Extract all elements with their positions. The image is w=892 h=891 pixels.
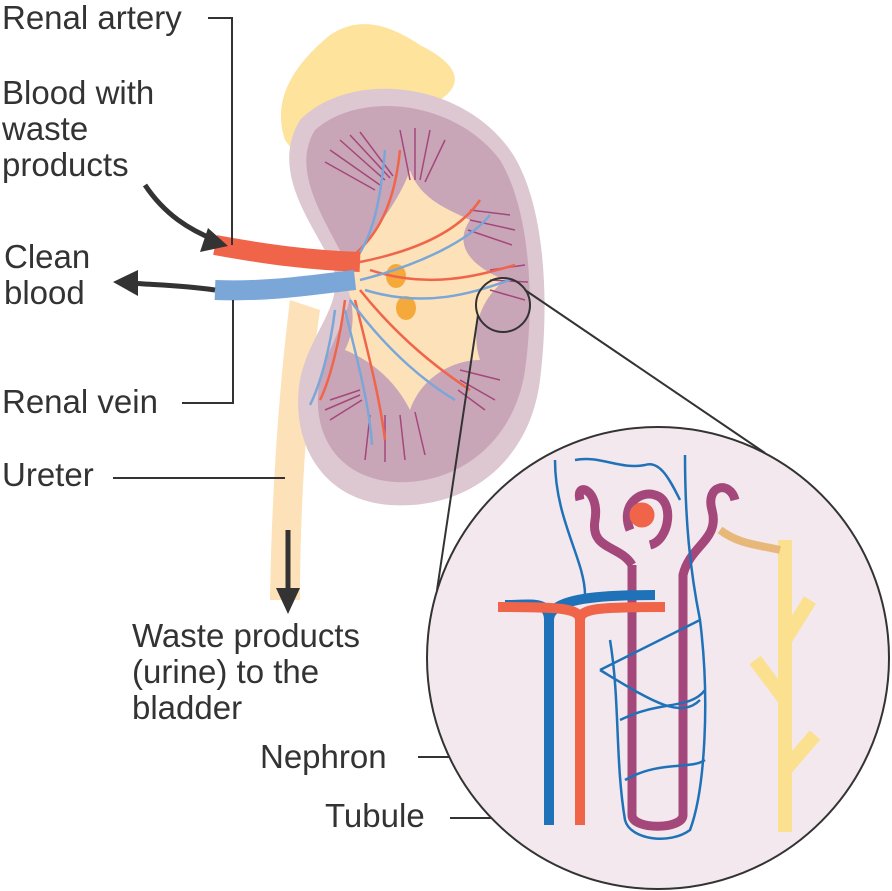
magnify-line [524, 289, 766, 454]
arrow-blood-out [129, 280, 216, 293]
glomerulus [629, 502, 655, 528]
leader-renal-artery [208, 17, 233, 245]
magnify-line [436, 314, 479, 591]
label-line: Waste products [132, 617, 361, 654]
leader-renal-vein [182, 300, 234, 404]
pelvis-spot [396, 296, 416, 320]
label-line: waste [2, 110, 89, 147]
arrow-blood-in [142, 183, 216, 243]
collecting-tubule [749, 540, 821, 832]
label-line: (urine) to the [132, 653, 320, 690]
label-renal-artery: Renal artery [2, 0, 182, 36]
magnify-source-circle [475, 277, 531, 333]
label-ureter: Ureter [2, 456, 94, 493]
label-line: Blood with [2, 74, 155, 111]
label-nephron: Nephron [260, 738, 387, 775]
capillaries [553, 454, 707, 840]
nephron-zoom-circle [426, 426, 890, 890]
nephron-detail [497, 454, 821, 840]
renal-pelvis [340, 170, 505, 410]
artery-vessel [497, 602, 666, 825]
label-clean-blood: Clean blood [4, 239, 90, 311]
kidney-vessels [308, 149, 516, 446]
label-tubule: Tubule [325, 797, 425, 834]
loop-of-henle [627, 483, 740, 831]
label-line: Clean [4, 238, 91, 275]
label-line: products [2, 146, 129, 183]
label-line: blood [4, 274, 85, 311]
flow-arrows [113, 183, 300, 614]
label-blood-with-waste: Blood with waste products [2, 75, 154, 183]
renal-artery [213, 235, 361, 272]
label-renal-vein: Renal vein [2, 383, 158, 420]
label-waste-urine: Waste products (urine) to the bladder [132, 618, 360, 726]
label-line: bladder [132, 689, 243, 726]
renal-vein [214, 270, 357, 301]
